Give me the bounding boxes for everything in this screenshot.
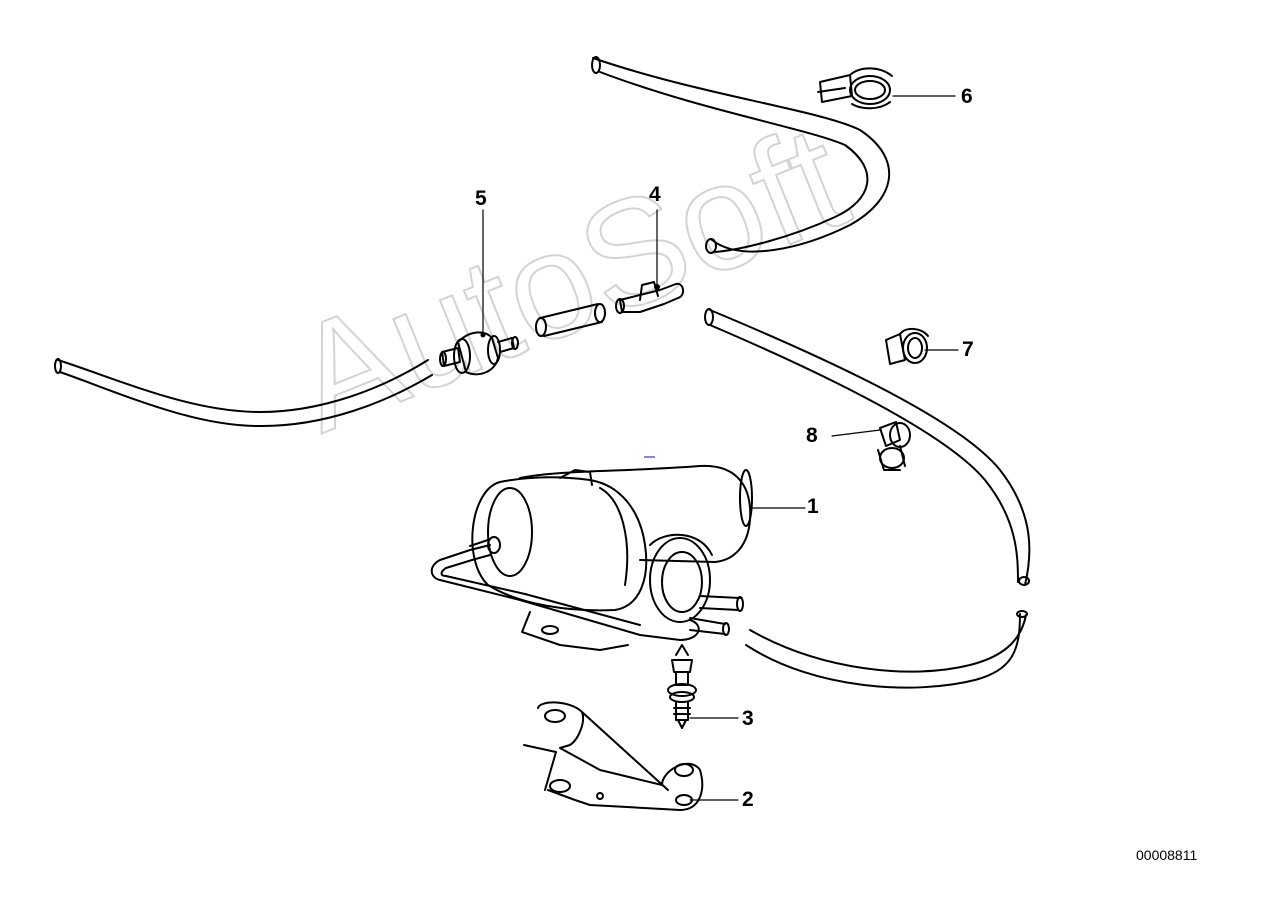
hose-right	[704, 308, 1031, 586]
callout-5: 5	[475, 187, 487, 210]
hose-left	[54, 358, 433, 428]
callout-6: 6	[961, 85, 973, 108]
callout-3: 3	[742, 707, 754, 730]
leader-lines	[482, 95, 959, 801]
callout-8: 8	[806, 424, 818, 447]
callout-1: 1	[807, 495, 819, 518]
callout-7: 7	[962, 338, 974, 361]
hose-upper	[591, 56, 891, 254]
callout-2: 2	[742, 788, 754, 811]
document-number: 00008811	[1136, 847, 1198, 863]
clip-part-8	[877, 421, 911, 471]
stud-part-3	[667, 644, 697, 729]
clamp-part-6	[817, 67, 893, 110]
bracket-part-2	[523, 701, 704, 811]
hose-short	[535, 303, 606, 337]
clamp-part-7	[885, 328, 929, 365]
canister-part-1	[430, 464, 753, 651]
hose-lower-right	[745, 610, 1028, 689]
check-valve-part-5	[439, 331, 519, 376]
callout-4: 4	[649, 183, 661, 206]
t-connector-part-4	[615, 281, 684, 314]
